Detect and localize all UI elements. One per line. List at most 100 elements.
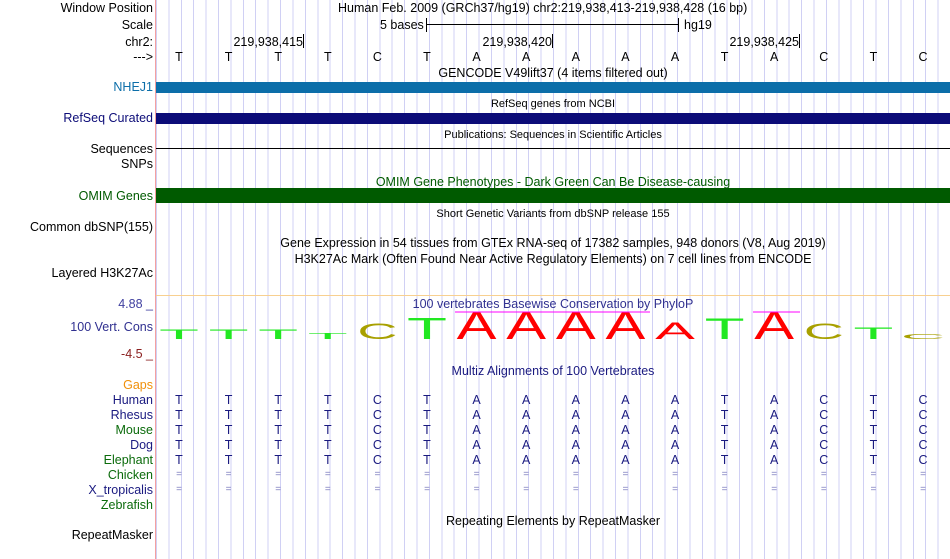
gencode-gene-bar[interactable] — [156, 82, 950, 93]
aligned-base: T — [869, 438, 878, 452]
aligned-base: T — [224, 393, 233, 407]
aligned-base: T — [274, 408, 282, 422]
aligned-base: A — [670, 423, 680, 437]
aligned-base: A — [522, 408, 531, 422]
species-label-elephant[interactable]: Elephant — [103, 453, 153, 467]
assembly-position-text[interactable]: Human Feb. 2009 (GRCh37/hg19) chr2:219,9… — [338, 1, 748, 15]
h3k27ac-track-label[interactable]: Layered H3K27Ac — [51, 266, 153, 280]
phylop-logo-letter: A — [605, 303, 645, 348]
base-10: A — [670, 50, 680, 64]
aligned-base: T — [423, 423, 431, 437]
species-label-mouse[interactable]: Mouse — [115, 423, 153, 437]
species-label-dog[interactable]: Dog — [130, 438, 153, 452]
aligned-base: A — [571, 423, 580, 437]
aligned-base: = — [176, 484, 182, 495]
phylop-max-label: 4.88 _ — [118, 297, 153, 311]
aligned-base: = — [771, 469, 778, 480]
aligned-base: T — [323, 423, 332, 437]
dbsnp-track-label[interactable]: Common dbSNP(155) — [30, 220, 153, 234]
aligned-base: T — [224, 438, 233, 452]
aligned-base: A — [770, 408, 779, 422]
base-12: A — [770, 50, 779, 64]
gencode-gene-label[interactable]: NHEJ1 — [113, 80, 153, 94]
aligned-base: A — [522, 393, 531, 407]
gencode-track-title[interactable]: GENCODE V49lift37 (4 items filtered out) — [438, 66, 668, 80]
aligned-base: = — [225, 469, 232, 480]
refseq-track-label[interactable]: RefSeq Curated — [63, 111, 153, 125]
phylop-logo-letter: C — [804, 319, 844, 344]
base-4: C — [372, 50, 382, 64]
omim-gene-bar[interactable] — [156, 188, 950, 203]
aligned-base: = — [523, 484, 530, 495]
aligned-base: T — [720, 408, 729, 422]
snps-label[interactable]: SNPs — [121, 157, 153, 171]
aligned-base: A — [522, 453, 531, 467]
aligned-base: T — [869, 408, 878, 422]
phylop-logo-letter: T — [258, 326, 298, 342]
position-tick — [303, 34, 304, 48]
aligned-base: A — [571, 408, 580, 422]
scale-bar-start — [426, 18, 427, 32]
sequences-label[interactable]: Sequences — [90, 142, 153, 156]
h3k27ac-track-title[interactable]: H3K27Ac Mark (Often Found Near Active Re… — [294, 252, 812, 266]
repeatmasker-track-label[interactable]: RepeatMasker — [71, 528, 153, 542]
base-13: C — [819, 50, 829, 64]
phylop-track-label[interactable]: 100 Vert. Cons — [70, 320, 153, 334]
omim-track-label[interactable]: OMIM Genes — [78, 189, 153, 203]
aligned-base: T — [423, 393, 431, 407]
aligned-base: T — [323, 438, 332, 452]
base-3: T — [323, 50, 332, 64]
aligned-base: A — [522, 423, 531, 437]
scale-bar — [426, 24, 678, 25]
aligned-base: A — [621, 423, 630, 437]
multiz-track-title[interactable]: Multiz Alignments of 100 Vertebrates — [451, 364, 655, 378]
base-7: A — [522, 50, 531, 64]
publications-track-title[interactable]: Publications: Sequences in Scientific Ar… — [444, 129, 662, 141]
species-label-chicken[interactable]: Chicken — [107, 468, 153, 482]
species-label-zebrafish[interactable]: Zebrafish — [100, 498, 153, 512]
aligned-base: A — [621, 453, 630, 467]
aligned-base: = — [572, 484, 579, 495]
aligned-base: T — [869, 423, 878, 437]
refseq-track-title[interactable]: RefSeq genes from NCBI — [490, 98, 616, 110]
dbsnp-track-title[interactable]: Short Genetic Variants from dbSNP releas… — [436, 208, 670, 220]
base-14: T — [869, 50, 878, 64]
aligned-base: T — [175, 438, 183, 452]
base-1: T — [224, 50, 233, 64]
aligned-base: T — [323, 453, 332, 467]
aligned-base: = — [622, 469, 629, 480]
aligned-base: = — [225, 484, 232, 495]
aligned-base: C — [819, 438, 829, 452]
aligned-base: C — [819, 393, 829, 407]
species-label-human[interactable]: Human — [112, 393, 153, 407]
species-label-x_tropicalis[interactable]: X_tropicalis — [88, 483, 153, 497]
omim-track-title[interactable]: OMIM Gene Phenotypes - Dark Green Can Be… — [375, 175, 731, 189]
aligned-base: T — [323, 393, 332, 407]
refseq-gene-bar[interactable] — [156, 113, 950, 124]
aligned-base: A — [621, 393, 630, 407]
aligned-base: = — [176, 469, 182, 480]
phylop-track-title[interactable]: 100 vertebrates Basewise Conservation by… — [412, 297, 694, 311]
aligned-base: = — [374, 484, 381, 495]
aligned-base: C — [372, 438, 382, 452]
aligned-base: A — [670, 438, 680, 452]
scale-text: 5 bases — [380, 18, 424, 32]
aligned-base: C — [372, 423, 382, 437]
species-label-rhesus[interactable]: Rhesus — [110, 408, 153, 422]
base-2: T — [274, 50, 282, 64]
window-position-label: Window Position — [60, 1, 153, 15]
aligned-base: = — [721, 469, 728, 480]
position-tick — [552, 34, 553, 48]
aligned-base: A — [770, 393, 779, 407]
aligned-base: A — [670, 393, 680, 407]
repeatmasker-track-title[interactable]: Repeating Elements by RepeatMasker — [445, 514, 660, 528]
gaps-label[interactable]: Gaps — [123, 378, 153, 392]
aligned-base: C — [372, 408, 382, 422]
aligned-base: A — [770, 423, 779, 437]
aligned-base: A — [522, 438, 531, 452]
aligned-base: T — [175, 453, 183, 467]
gtex-track-title[interactable]: Gene Expression in 54 tissues from GTEx … — [280, 236, 826, 250]
aligned-base: T — [175, 393, 183, 407]
aligned-base: T — [423, 453, 431, 467]
aligned-base: = — [721, 484, 728, 495]
